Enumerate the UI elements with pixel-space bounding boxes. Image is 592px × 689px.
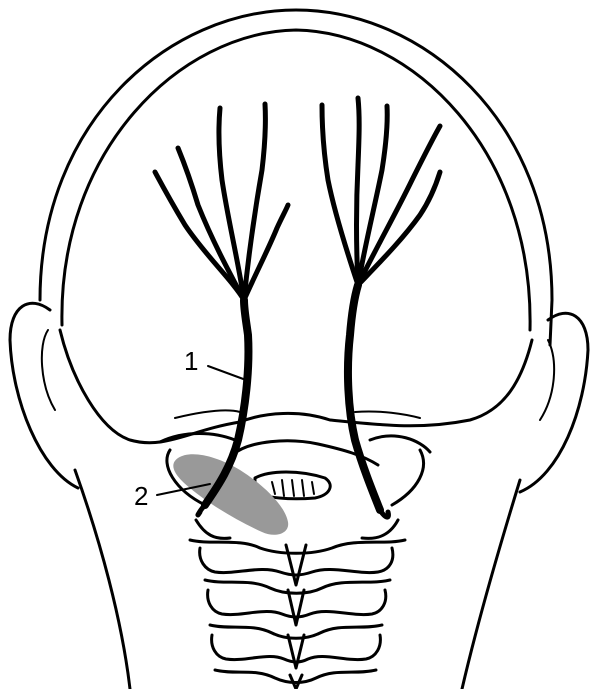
label-2: 2 [134,481,148,511]
cervical-spine [190,520,405,689]
atlas-outline [160,434,430,453]
skull-outer-contour [40,10,552,345]
leader-line-1 [208,366,246,380]
right-ear-inner [540,340,554,420]
nuchal-line [60,330,532,443]
label-1: 1 [184,346,198,376]
left-greater-occipital-nerve [155,104,288,515]
left-ear-inner [42,330,55,410]
axis-dens-pattern [272,480,314,496]
neck-left-side [75,470,130,689]
right-ear [520,313,588,492]
left-ear [10,303,78,488]
neck-right-side [462,480,520,689]
